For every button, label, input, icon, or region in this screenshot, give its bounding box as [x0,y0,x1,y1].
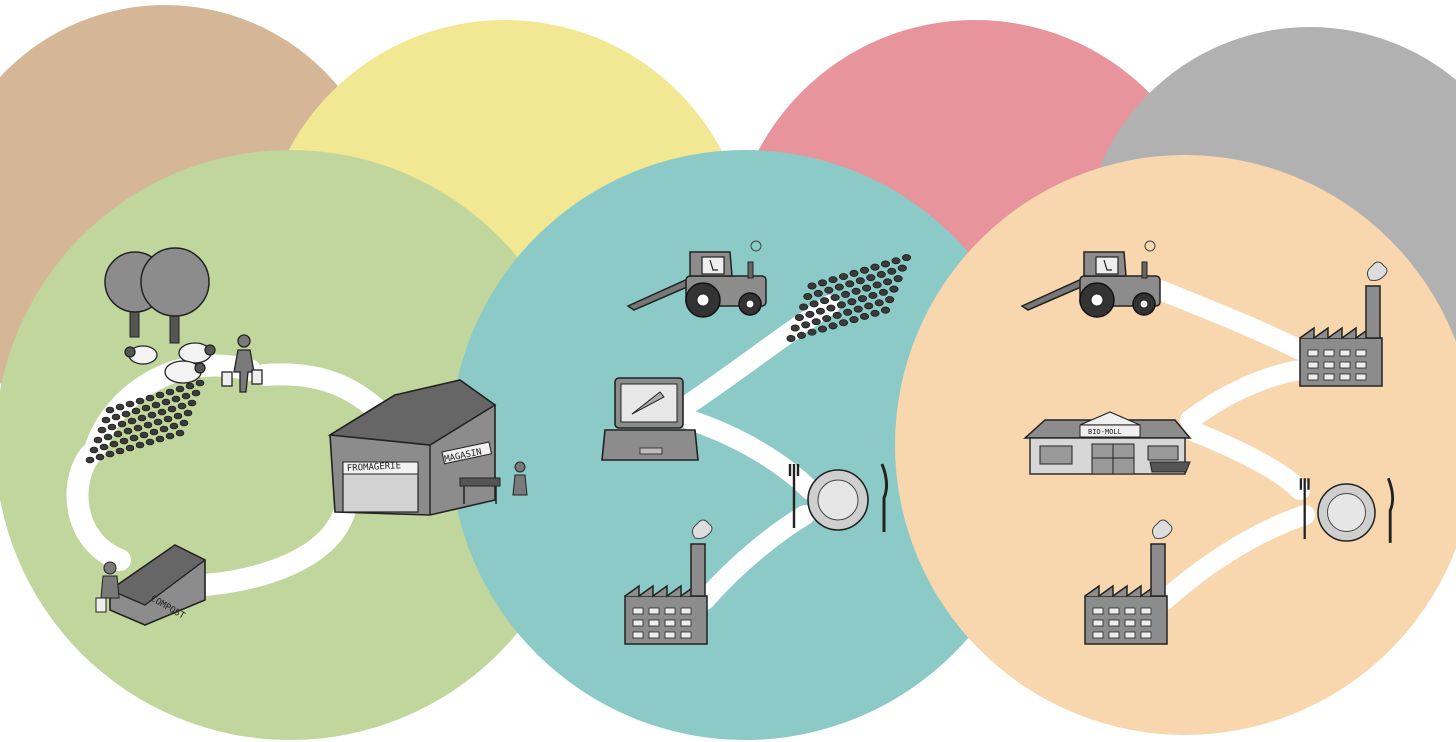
fromagerie-label: FROMAGERIE [347,461,402,474]
trees-icon [104,247,210,344]
teal-paths [670,295,840,610]
sheep-icon [124,342,216,384]
farmer-icon [221,334,263,393]
loop-path [66,354,391,596]
peach-paths [1150,280,1315,610]
online-chain-scene [601,240,912,645]
barn-icon: FROMAGERIE MAGASIN [327,379,528,516]
supermarket-chain-scene: BIO-MOLL [1021,240,1395,645]
supermarket-icon: BIO-MOLL [1023,411,1192,475]
laptop-icon [601,377,699,461]
compost-icon: COMPOST [95,544,207,626]
supermarket-sign-label: BIO-MOLL [1088,428,1122,436]
local-loop-scene: FROMAGERIE MAGASIN COMPOST [66,247,528,626]
